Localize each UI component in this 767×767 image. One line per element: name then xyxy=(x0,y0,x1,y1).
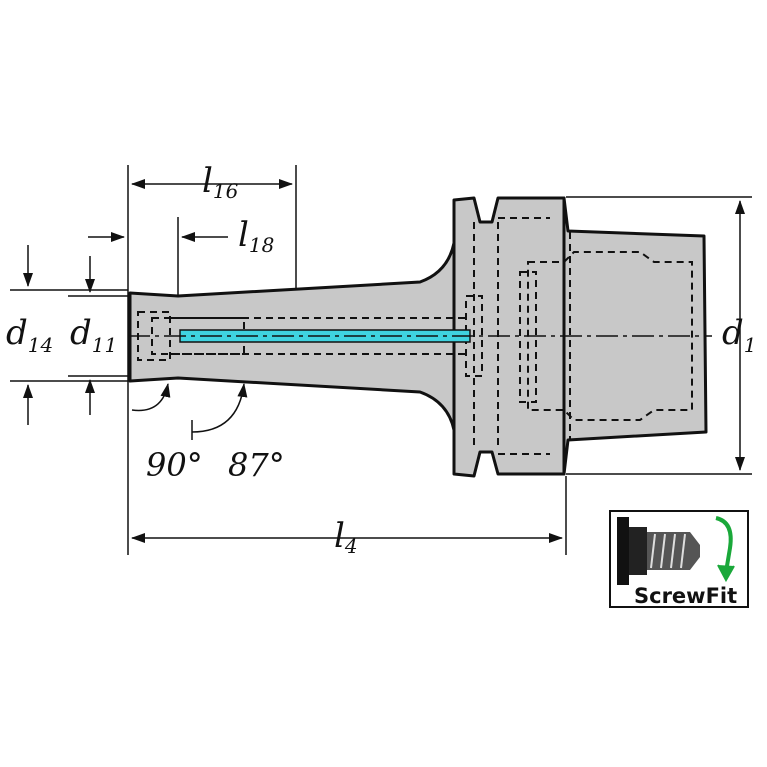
angle-87-label: 87° xyxy=(228,446,285,484)
dimension-lines xyxy=(23,179,745,543)
angle-90-arc xyxy=(131,383,171,412)
logo-text: ScrewFit xyxy=(634,584,737,608)
angle-87-arc xyxy=(191,383,248,433)
label-d14: d14 xyxy=(6,313,53,357)
label-d1: d1 xyxy=(722,313,757,357)
screwfit-logo: ScrewFit xyxy=(609,510,749,608)
extension-lines xyxy=(10,165,752,555)
label-l18: l18 xyxy=(238,215,274,257)
screw-icon xyxy=(617,517,700,585)
label-d11: d11 xyxy=(70,313,117,357)
label-l4: l4 xyxy=(334,516,358,558)
angle-90-label: 90° xyxy=(146,446,203,484)
label-l16: l16 xyxy=(202,161,239,203)
rotation-arrow-icon xyxy=(715,516,735,583)
